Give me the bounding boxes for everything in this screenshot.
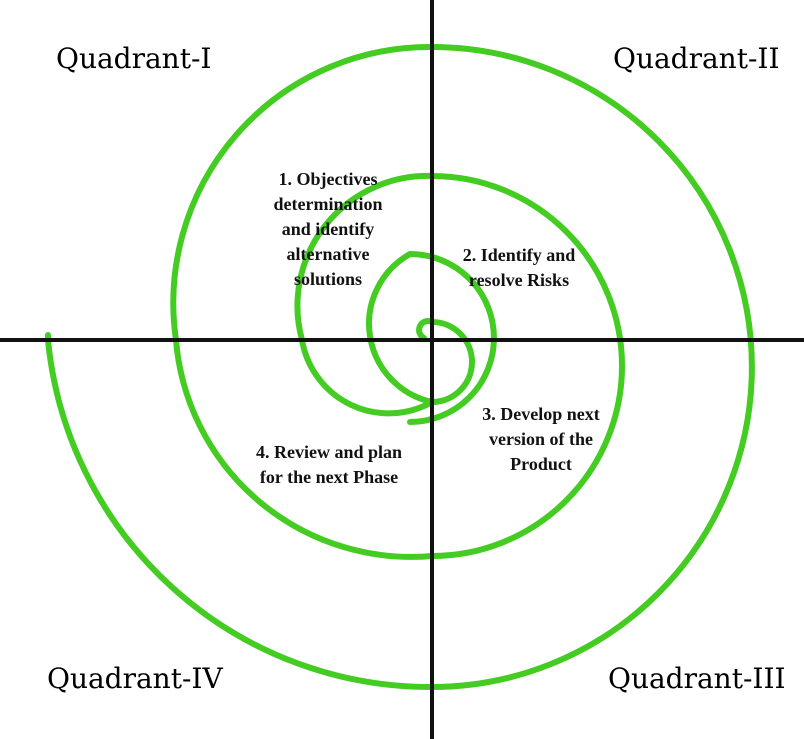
quadrant-label-2: Quadrant-II — [613, 42, 780, 75]
quadrant-label-1: Quadrant-I — [56, 42, 212, 75]
quadrant-label-4: Quadrant-IV — [47, 662, 223, 695]
phase-develop-label: 3. Develop next version of the Product — [482, 404, 600, 474]
quadrant-label-3: Quadrant-III — [608, 662, 786, 695]
spiral-curve-outer — [45, 43, 755, 691]
spiral-curve — [366, 250, 497, 425]
phase-risks-label: 2. Identify and resolve Risks — [462, 245, 576, 290]
phase-objectives-label: 1. Objectives determination and identify… — [273, 169, 383, 289]
phase-review-label: 4. Review and plan for the next Phase — [255, 442, 403, 487]
